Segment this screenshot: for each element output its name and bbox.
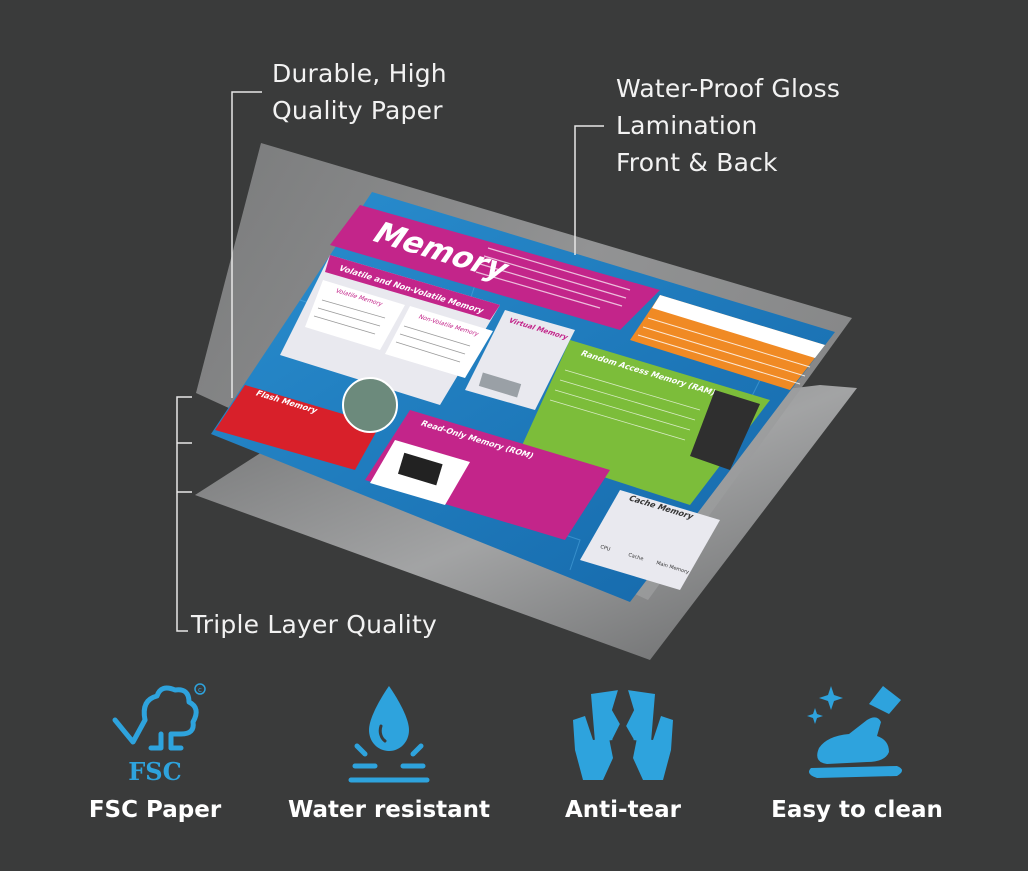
callout-triple-line: Triple Layer Quality	[191, 610, 437, 639]
poster-title-banner	[330, 205, 660, 330]
callout-triple-layer: Triple Layer Quality	[191, 606, 437, 643]
feature-label-water: Water resistant	[287, 797, 491, 823]
cleaning-hand-icon	[807, 686, 902, 778]
callout-durable-paper: Durable, High Quality Paper	[272, 55, 447, 129]
feature-easy-to-clean: Easy to clean	[747, 680, 967, 850]
torn-paper-hands-icon	[573, 689, 673, 780]
feature-anti-tear: Anti-tear	[513, 680, 733, 850]
callout-gloss-line-2: Lamination	[616, 111, 758, 140]
poster-rom-section	[365, 410, 610, 540]
fsc-tree-icon: c FSC	[112, 683, 206, 785]
callout-gloss-lamination: Water-Proof Gloss Lamination Front & Bac…	[616, 70, 840, 181]
poster-cache-section	[580, 490, 720, 590]
water-drop-icon	[348, 686, 430, 783]
feature-label-clean: Easy to clean	[771, 797, 943, 823]
feature-label-fsc: FSC Paper	[88, 797, 222, 823]
svg-text:c: c	[198, 686, 202, 694]
poster: Memory Volatile and Non-Volatile Memory …	[211, 192, 835, 602]
poster-flash-section	[215, 385, 380, 470]
feature-label-tear: Anti-tear	[564, 797, 682, 823]
fsc-logo-text: FSC	[128, 757, 181, 785]
callout-paper-line-2: Quality Paper	[272, 96, 443, 125]
poster-cache-cpu: CPU	[599, 544, 611, 553]
callout-paper-line-1: Durable, High	[272, 59, 447, 88]
feature-fsc-paper: c FSC FSC Paper	[45, 680, 265, 850]
callout-gloss-line-1: Water-Proof Gloss	[616, 74, 841, 103]
callout-gloss-line-3: Front & Back	[616, 148, 778, 177]
poster-cache-cache: Cache	[627, 552, 644, 562]
feature-water-resistant: Water resistant	[279, 680, 499, 850]
